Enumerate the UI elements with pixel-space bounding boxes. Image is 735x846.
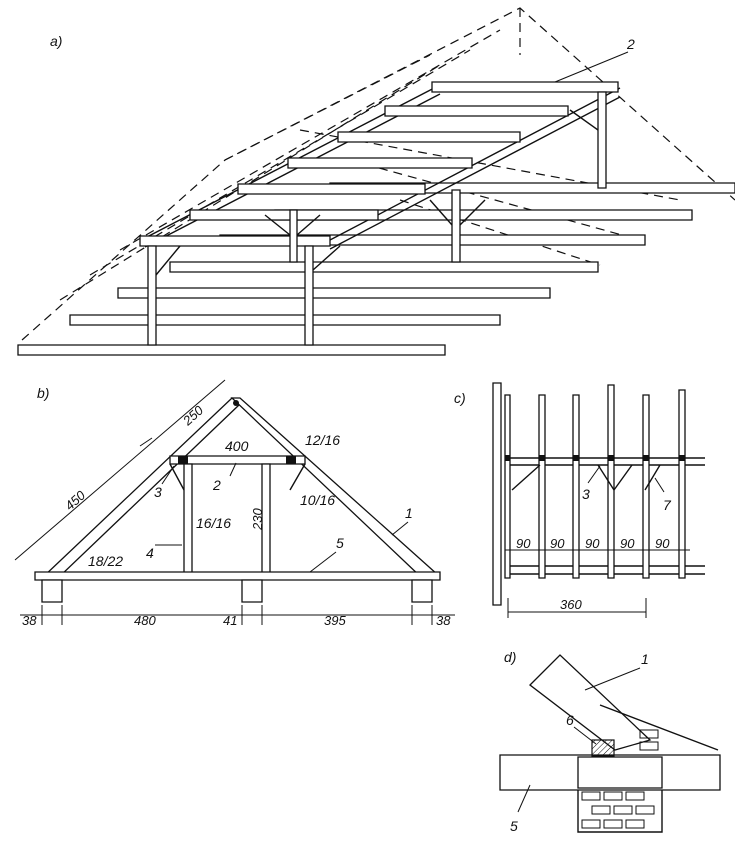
strut-left [169, 463, 185, 491]
panel-a-perspective: a) [17, 7, 735, 356]
callout-1: 1 [405, 505, 413, 521]
callout-6: 6 [566, 712, 574, 728]
strut-right [289, 463, 306, 491]
wall-right [411, 579, 433, 603]
dim-38-right: 38 [436, 613, 451, 628]
spacing-4: 90 [620, 536, 635, 551]
dim-480: 480 [134, 613, 156, 628]
joist-over-wall [577, 756, 663, 789]
total-360: 360 [560, 597, 582, 612]
callout-1-leader [584, 667, 641, 691]
spacing-2: 90 [550, 536, 565, 551]
ridge-joint [233, 400, 239, 406]
dim-38-left: 38 [22, 613, 37, 628]
spacing-3: 90 [585, 536, 600, 551]
collar-beams [139, 81, 619, 247]
callout-3-leader [587, 465, 601, 484]
left-rafter [40, 397, 242, 579]
joint-right [286, 456, 296, 464]
rafter [529, 654, 652, 751]
callout-3: 3 [582, 486, 590, 502]
size-10-16: 10/16 [300, 492, 335, 508]
ceiling-joist [499, 754, 721, 791]
roof-line [599, 704, 719, 751]
panel-a-label: a) [50, 33, 62, 49]
spacing-5: 90 [655, 536, 670, 551]
spacing-1: 90 [516, 536, 531, 551]
callout-7: 7 [663, 497, 672, 513]
dim-250: 250 [179, 402, 206, 429]
joint-left [178, 456, 188, 464]
size-16-16: 16/16 [196, 515, 231, 531]
panel-c-label: c) [454, 390, 466, 406]
dim-395: 395 [324, 613, 346, 628]
rafter-dim-line [14, 379, 226, 561]
wall-left [41, 579, 63, 603]
struts [511, 464, 661, 491]
dim-41: 41 [223, 613, 237, 628]
bottom-dimensions [20, 605, 455, 625]
callout-2-leader [554, 51, 629, 83]
callout-6-leader [573, 726, 597, 745]
dim-450: 450 [62, 487, 89, 513]
collar-beam [169, 455, 306, 465]
ceiling-joists [17, 182, 735, 356]
callout-5-leader [517, 784, 531, 813]
wall-end [492, 382, 502, 606]
callout-2: 2 [212, 477, 221, 493]
dim-230: 230 [250, 508, 265, 531]
struts [155, 109, 599, 276]
wall-middle [241, 579, 263, 603]
rafter-dim-tick [139, 437, 153, 447]
callout-1: 1 [641, 651, 649, 667]
panel-b-label: b) [37, 385, 49, 401]
callout-3: 3 [154, 484, 162, 500]
post-left [183, 463, 193, 576]
panel-d-label: d) [504, 649, 516, 665]
rafter-joints [505, 455, 685, 461]
size-18-22: 18/22 [88, 553, 123, 569]
wall-plate [591, 739, 615, 757]
callout-7-leader [654, 477, 665, 493]
callout-5: 5 [336, 535, 344, 551]
callout-4: 4 [146, 545, 154, 561]
posts [147, 91, 607, 346]
callout-5: 5 [510, 818, 518, 834]
rafters [504, 384, 686, 579]
panel-c-elevation: c) [454, 382, 705, 618]
callout-2-label: 2 [626, 36, 635, 52]
panel-d-detail: d) [499, 649, 721, 834]
ceiling-joist [34, 571, 441, 581]
size-12-16: 12/16 [305, 432, 340, 448]
dim-400: 400 [225, 438, 249, 454]
panel-b-section: b) [14, 379, 455, 628]
